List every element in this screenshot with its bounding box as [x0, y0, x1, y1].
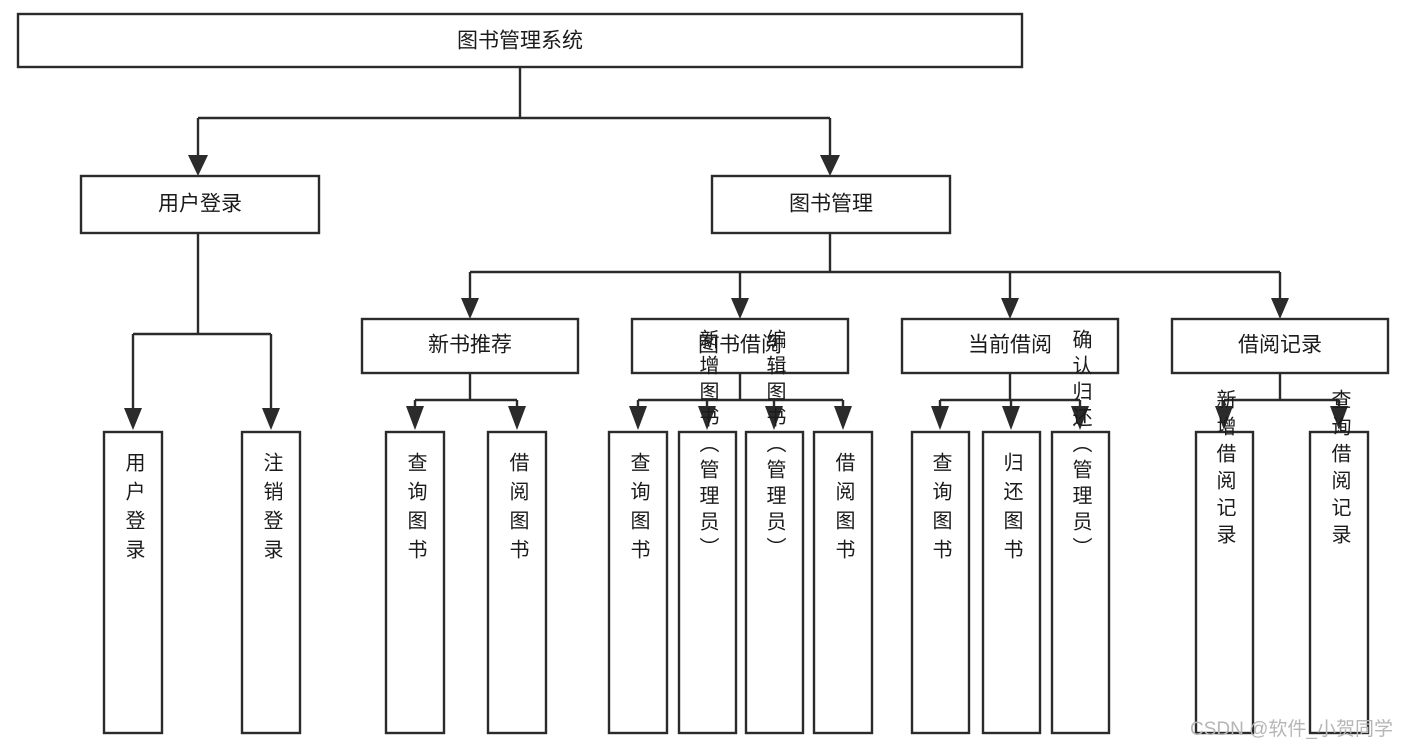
- arrowhead-borrow-record-leaf-0: [1215, 406, 1233, 430]
- arrowhead-book-manage-to-record: [1271, 298, 1289, 319]
- csdn-watermark: CSDN @软件_小贺同学: [1190, 718, 1393, 740]
- arrowhead-new-book-leaf-1: [508, 406, 526, 430]
- leaf-borrow-record-0-box[interactable]: [1194, 430, 1255, 735]
- leaf-book-borrow-3-label: 借阅图书: [832, 452, 855, 568]
- node-root[interactable]: 图书管理系统: [16, 12, 1024, 69]
- leaf-book-borrow-2-label: 编辑图书（管理员）: [763, 329, 786, 563]
- leaf-node[interactable]: 新增借阅记录: [1194, 389, 1255, 735]
- arrowhead-new-book-leaf-0: [406, 406, 424, 430]
- leaf-current-borrow-2-box[interactable]: [1050, 430, 1111, 735]
- leaf-current-borrow-2-label: 确认归还（管理员）: [1069, 329, 1092, 563]
- leaf-book-borrow-2-box[interactable]: [744, 430, 805, 735]
- connector-group-borrow-record: [1215, 373, 1348, 430]
- node-new-book-recommend-label: 新书推荐: [428, 334, 512, 357]
- node-current-borrow[interactable]: 当前借阅: [900, 317, 1120, 375]
- arrowhead-user-login-leaf-1: [262, 408, 280, 430]
- node-new-book-recommend[interactable]: 新书推荐: [360, 317, 580, 375]
- leaf-node[interactable]: 编辑图书（管理员）: [744, 329, 805, 735]
- node-current-borrow-box[interactable]: [900, 317, 1120, 375]
- leaf-current-borrow-0-label: 查询图书: [929, 452, 952, 568]
- leaf-borrow-record-1-label: 查询借阅记录: [1328, 389, 1351, 551]
- node-root-box[interactable]: [16, 12, 1024, 69]
- leaf-new-book-1-box[interactable]: [486, 430, 548, 735]
- arrowhead-current-borrow-leaf-1: [1002, 406, 1020, 430]
- connector-group-book-borrow: [629, 373, 852, 430]
- arrowhead-current-borrow-leaf-0: [931, 406, 949, 430]
- leaf-node[interactable]: 注销登录: [240, 430, 302, 735]
- leaf-node[interactable]: 借阅图书: [812, 430, 874, 735]
- leaf-new-book-0-box[interactable]: [384, 430, 446, 735]
- node-borrow-record-label: 借阅记录: [1238, 334, 1322, 357]
- leaf-current-borrow-1-box[interactable]: [981, 430, 1042, 735]
- leaf-user-login-0-box[interactable]: [102, 430, 164, 735]
- node-new-book-recommend-box[interactable]: [360, 317, 580, 375]
- leaf-book-borrow-1-box[interactable]: [677, 430, 738, 735]
- leaf-node[interactable]: 归还图书: [981, 430, 1042, 735]
- connector-group-book-manage: [461, 233, 1289, 319]
- leaf-book-borrow-0-label: 查询图书: [627, 452, 650, 568]
- leaf-node[interactable]: 查询图书: [910, 430, 971, 735]
- arrowhead-book-borrow-leaf-0: [629, 406, 647, 430]
- leaf-user-login-0-label: 用户登录: [122, 452, 145, 568]
- arrowhead-root-to-user-login: [188, 155, 208, 176]
- leaf-node[interactable]: 查询借阅记录: [1308, 389, 1370, 735]
- node-book-manage[interactable]: 图书管理: [710, 174, 952, 235]
- leaf-node[interactable]: 借阅图书: [486, 430, 548, 735]
- node-user-login-box[interactable]: [79, 174, 321, 235]
- node-borrow-record-box[interactable]: [1170, 317, 1390, 375]
- leaf-new-book-0-label: 查询图书: [404, 452, 427, 568]
- node-user-login-label: 用户登录: [158, 193, 242, 216]
- arrowhead-book-manage-to-new-book: [461, 298, 479, 319]
- node-borrow-record[interactable]: 借阅记录: [1170, 317, 1390, 375]
- arrowhead-root-to-book-manage: [820, 155, 840, 176]
- arrowhead-book-borrow-leaf-2: [765, 406, 783, 430]
- node-book-borrow[interactable]: 图书借阅: [630, 317, 850, 375]
- leaf-user-login-1-label: 注销登录: [260, 452, 283, 568]
- leaf-node[interactable]: 确认归还（管理员）: [1050, 329, 1111, 735]
- node-book-borrow-box[interactable]: [630, 317, 850, 375]
- connector-group-user-login: [124, 233, 280, 430]
- arrowhead-book-manage-to-current: [1001, 298, 1019, 319]
- connector-group-root: [188, 67, 840, 176]
- leaf-new-book-1-label: 借阅图书: [506, 452, 529, 568]
- node-book-manage-box[interactable]: [710, 174, 952, 235]
- leaf-borrow-record-0-label: 新增借阅记录: [1213, 389, 1236, 551]
- leaf-node[interactable]: 查询图书: [384, 430, 446, 735]
- leaf-book-borrow-3-box[interactable]: [812, 430, 874, 735]
- arrowhead-book-manage-to-borrow: [731, 298, 749, 319]
- arrowhead-book-borrow-leaf-1: [698, 406, 716, 430]
- leaf-node[interactable]: 查询图书: [607, 430, 669, 735]
- node-root-label: 图书管理系统: [457, 30, 583, 53]
- leaf-node[interactable]: 新增图书（管理员）: [677, 329, 738, 735]
- arrowhead-user-login-leaf-0: [124, 408, 142, 430]
- arrowhead-current-borrow-leaf-2: [1071, 406, 1089, 430]
- arrowhead-book-borrow-leaf-3: [834, 406, 852, 430]
- node-book-borrow-label: 图书借阅: [698, 334, 782, 357]
- leaf-borrow-record-1-box[interactable]: [1308, 430, 1370, 735]
- leaf-node[interactable]: 用户登录: [102, 430, 164, 735]
- connector-group-new-book-recommend: [406, 373, 526, 430]
- node-book-manage-label: 图书管理: [789, 193, 873, 216]
- leaf-book-borrow-0-box[interactable]: [607, 430, 669, 735]
- connector-group-current-borrow: [931, 373, 1089, 430]
- node-current-borrow-label: 当前借阅: [968, 334, 1052, 357]
- arrowhead-borrow-record-leaf-1: [1330, 406, 1348, 430]
- leaf-current-borrow-0-box[interactable]: [910, 430, 971, 735]
- leaf-user-login-1-box[interactable]: [240, 430, 302, 735]
- node-user-login[interactable]: 用户登录: [79, 174, 321, 235]
- leaf-current-borrow-1-label: 归还图书: [1000, 452, 1023, 568]
- leaf-book-borrow-1-label: 新增图书（管理员）: [696, 329, 719, 563]
